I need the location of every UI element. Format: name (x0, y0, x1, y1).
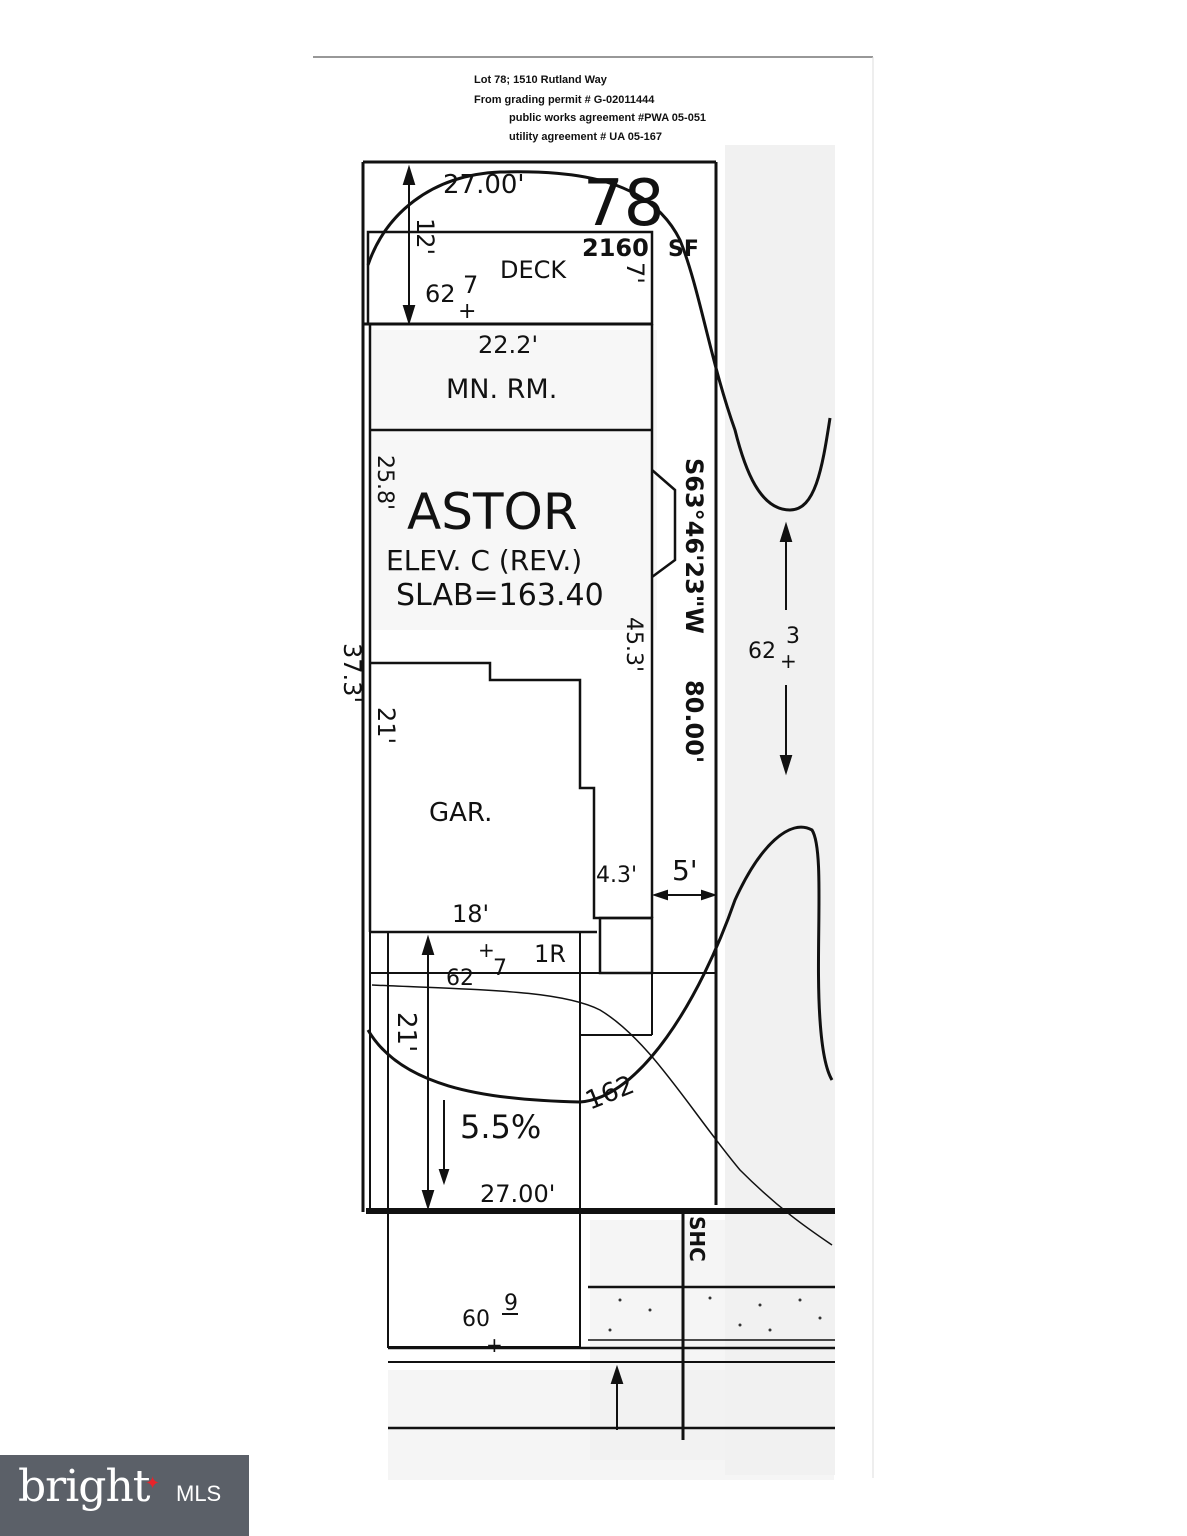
bottom-width-label: 27.00' (480, 1180, 555, 1208)
logo-brand-text: bright (18, 1461, 150, 1512)
top-width-label: 27.00' (443, 170, 525, 200)
logo-suffix-text: MLS (176, 1481, 222, 1506)
deck-elevation-fraction: 7 (463, 271, 478, 299)
contour-162-label: 162 (581, 1070, 638, 1116)
lot-area-value: 2160 (582, 234, 649, 262)
house-side-label: 25.8' (372, 455, 397, 510)
deck-elevation-marker: + (458, 299, 476, 324)
right-elevation-marker: + (780, 649, 797, 673)
grading-permit-line: From grading permit # G-02011444 (474, 94, 655, 106)
bright-mls-logo: bright ✦ MLS (0, 1455, 249, 1536)
driveway-length-label: 21' (391, 1012, 421, 1052)
riser-label: 1R (534, 940, 566, 968)
lot-depth-label: 80.00' (680, 680, 708, 763)
street-elevation: 60 (462, 1307, 490, 1332)
sidewalk-stipple (608, 1296, 822, 1332)
lot-area-unit: SF (668, 237, 699, 262)
lot-address-line: Lot 78; 1510 Rutland Way (474, 74, 607, 86)
house-footprint (368, 324, 677, 975)
front-elevation-marker: + (478, 938, 495, 962)
lot-number-label: 78 (583, 167, 664, 241)
garage-depth-label: 21' (372, 707, 400, 744)
garage-width-label: 18' (452, 900, 489, 928)
main-room-label: MN. RM. (446, 374, 557, 405)
right-elevation-fraction: 3 (786, 624, 800, 649)
lot-boundary (361, 160, 718, 1212)
house-depth-label: 45.3' (621, 617, 646, 672)
public-works-agreement-line: public works agreement #PWA 05-051 (509, 112, 707, 124)
side-setback-label: 5' (672, 854, 698, 887)
bearing-label: S63°46'23"W (680, 458, 708, 634)
garage-offset-label: 4.3' (596, 863, 637, 888)
contour-lines (366, 170, 834, 1246)
dimension-arrows (402, 164, 793, 1430)
deck-label: DECK (500, 256, 567, 284)
garage-label: GAR. (429, 798, 492, 828)
main-room-width-label: 22.2' (478, 331, 538, 359)
deck-side-label: 7' (621, 262, 649, 284)
right-elevation: 62 (748, 639, 776, 664)
service-connection-label: SHC (685, 1216, 709, 1262)
left-setback-label: 37.3' (338, 643, 366, 703)
front-elevation: 62 (446, 966, 474, 991)
street-elevation-fraction: 9 (504, 1291, 518, 1316)
utility-agreement-line: utility agreement # UA 05-167 (509, 131, 663, 143)
model-name-label: ASTOR (407, 483, 578, 541)
street-curb (387, 1211, 835, 1440)
deck-elevation: 62 (425, 280, 456, 308)
elevation-label: ELEV. C (REV.) (386, 544, 582, 577)
street-elevation-marker: + (486, 1333, 503, 1357)
scan-shading (372, 145, 835, 1480)
driveway-slope-label: 5.5% (460, 1108, 541, 1146)
logo-spark-icon: ✦ (145, 1473, 161, 1494)
front-elevation-fraction: 7 (493, 956, 507, 981)
slab-label: SLAB=163.40 (396, 578, 604, 613)
deck-depth-label: 12' (411, 218, 439, 255)
